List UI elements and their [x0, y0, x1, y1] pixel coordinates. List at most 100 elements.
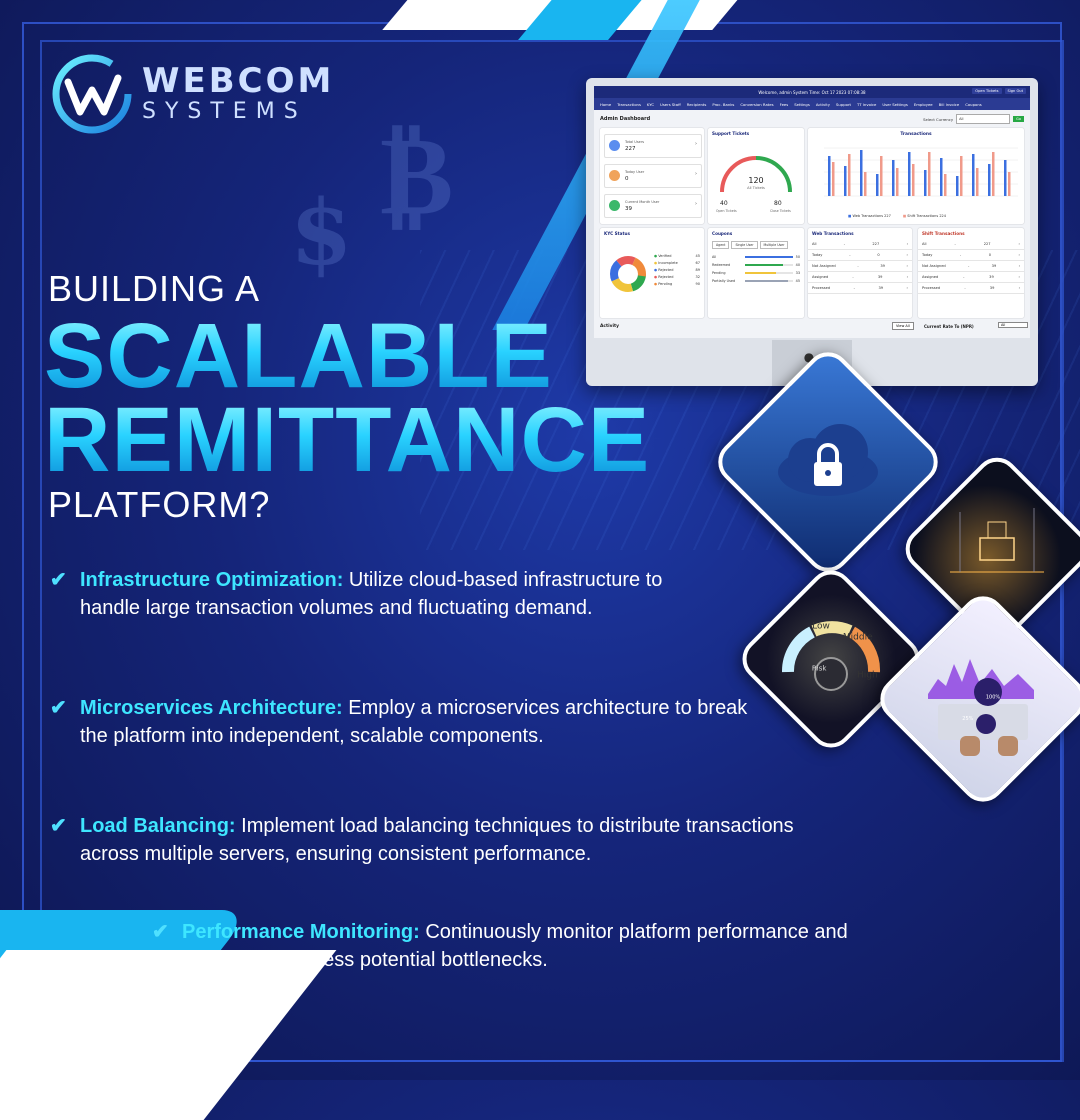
nav-item-tt-invoice[interactable]: TT Invoice [857, 101, 877, 107]
logo-subname: SYSTEMS [142, 99, 307, 124]
transaction-row[interactable]: All-227› [918, 239, 1024, 250]
coupon-tab[interactable]: Multiple User [759, 241, 789, 249]
risk-gauge-icon [782, 621, 881, 691]
transaction-row[interactable]: Assigned-39› [918, 272, 1024, 283]
coupon-tab[interactable]: Agent [712, 241, 730, 249]
web-transactions-rows: All-227›Today-0›Not Assigned-39›Assigned… [808, 239, 912, 294]
shift-transactions-title: Shift Transactions [922, 231, 965, 236]
check-icon: ✔ [50, 815, 67, 837]
nav-item-transactions[interactable]: Transactions [617, 101, 641, 107]
transaction-row[interactable]: Assigned-39› [808, 272, 912, 283]
stat-total-users[interactable]: Total Users 227 › [604, 134, 702, 158]
rate-dropdown[interactable]: All [998, 322, 1028, 328]
headline-line-3: REMITTANCE [44, 389, 651, 491]
sign-out-button[interactable]: Sign Out [1004, 88, 1026, 94]
dashboard-title: Admin Dashboard [600, 116, 651, 122]
company-logo: WEBCOM SYSTEMS [50, 52, 334, 136]
bullet-load-balancing: ✔ Load Balancing: Implement load balanci… [50, 812, 830, 868]
transaction-row[interactable]: Processed-39› [808, 283, 912, 294]
nav-item-activity[interactable]: Activity [815, 101, 831, 107]
transaction-row[interactable]: Processed-39› [918, 283, 1024, 294]
kyc-title: KYC Status [604, 231, 630, 236]
chart-bar [828, 156, 831, 196]
chart-bar [860, 150, 863, 196]
chart-bar [892, 160, 895, 196]
transaction-row[interactable]: All-227› [808, 239, 912, 250]
nav-item-settings[interactable]: Settings [794, 101, 810, 107]
transactions-title: Transactions [900, 132, 932, 137]
check-icon: ✔ [50, 569, 67, 591]
chart-bar [928, 152, 931, 196]
gauge-low-label: Low [812, 621, 830, 632]
nav-item-conversion-rates[interactable]: Conversion Rates [740, 101, 774, 107]
transaction-row[interactable]: Not Assigned-39› [918, 261, 1024, 272]
nav-item-users-staff[interactable]: Users Staff [660, 101, 681, 107]
headline-line-2: SCALABLE [44, 305, 553, 407]
stat-today-user[interactable]: Today User 0 › [604, 164, 702, 188]
bitcoin-watermark-icon: ₿ [380, 110, 454, 239]
tickets-total-label: All Tickets [747, 186, 765, 190]
coupon-progress-bar [745, 256, 793, 258]
gauge-high-label: High [856, 670, 878, 681]
transaction-row[interactable]: Not Assigned-39› [808, 261, 912, 272]
nav-item-bill-invoice[interactable]: Bill Invoice [938, 101, 960, 107]
coupons-title: Coupons [712, 231, 733, 236]
nav-item-home[interactable]: Home [600, 101, 612, 107]
chart-bar [976, 168, 979, 196]
stat-month-user[interactable]: Current Month User 39 › [604, 194, 702, 218]
legend-web: ■ Web Transactions 227 [848, 214, 891, 218]
chevron-right-icon: › [695, 141, 697, 147]
nav-item-coupons[interactable]: Coupons [965, 101, 982, 107]
tickets-open-label: Open Tickets [716, 209, 737, 213]
nav-item-proc-banks[interactable]: Proc. Banks [712, 101, 735, 107]
chart-legend: ■ Web Transactions 227 ■ Shift Transacti… [848, 214, 946, 218]
transaction-row[interactable]: Today-0› [918, 250, 1024, 261]
dashboard-topbar: Welcome, admin System Time: Oct 17 2023 … [594, 86, 1030, 98]
risk-gauge-tile: Low Middle High Risk [733, 561, 929, 757]
nav-item-fees[interactable]: Fees [779, 101, 789, 107]
current-rate-label: Current Rate To (NPR) [924, 324, 974, 329]
dashboard-screen: Welcome, admin System Time: Oct 17 2023 … [594, 86, 1030, 338]
chart-bar [896, 168, 899, 196]
chevron-right-icon: › [695, 171, 697, 177]
nav-item-support[interactable]: Support [836, 101, 852, 107]
support-gauge [720, 156, 792, 193]
bullet-text: Employ a microservices architecture to b… [80, 697, 748, 747]
currency-dropdown[interactable]: All [956, 114, 1011, 124]
chart-bar [832, 162, 835, 196]
nav-item-kyc[interactable]: KYC [646, 101, 655, 107]
chart-bar [988, 164, 991, 196]
dashboard-nav: Home Transactions KYC Users Staff Recipients… [594, 98, 1030, 110]
coupon-tab[interactable]: Single User [731, 241, 758, 249]
bullet-title: Infrastructure Optimization: [80, 569, 344, 591]
chart-bar [880, 156, 883, 196]
chart-bar [908, 152, 911, 196]
go-button[interactable]: Go [1013, 116, 1024, 122]
bullet-text: Implement load balancing techniques to d… [80, 815, 794, 865]
view-all-button[interactable]: View All [892, 322, 914, 330]
tickets-closed: 80 [774, 200, 782, 207]
transaction-row[interactable]: Today-0› [808, 250, 912, 261]
gauge-middle-label: Middle [842, 632, 873, 643]
open-tickets-button[interactable]: Open Tickets [972, 88, 1002, 94]
chart-bar [924, 170, 927, 196]
currency-selector: Select Currency All Go [923, 114, 1024, 124]
chart-bar [992, 152, 995, 196]
apple-logo-icon: ● [803, 350, 815, 364]
bullet-text: Utilize cloud-based infrastructure to ha… [80, 569, 663, 619]
user-stats-card: Total Users 227 › Today User 0 › Current… [600, 128, 704, 224]
nav-item-employee[interactable]: Employee [913, 101, 933, 107]
nav-item-user-settings[interactable]: User Settings [882, 101, 908, 107]
nav-item-recipients[interactable]: Recipients [686, 101, 707, 107]
legend-shift: ■ Shift Transactions 224 [902, 214, 947, 218]
